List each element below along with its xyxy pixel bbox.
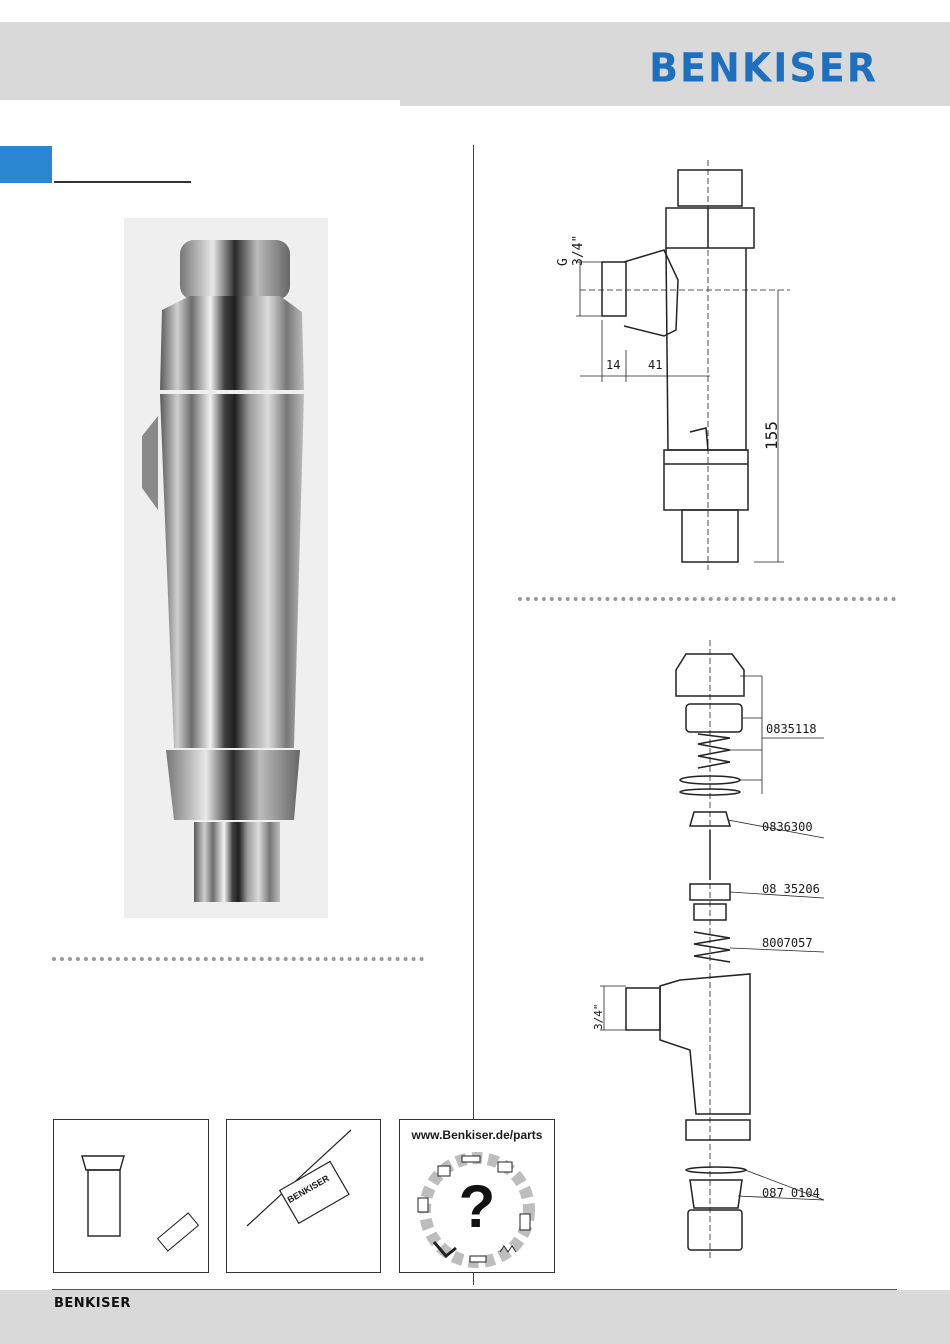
part-code-8007057: 8007057 — [762, 936, 813, 950]
product-photo — [124, 218, 328, 918]
dotted-separator-left — [52, 957, 424, 961]
part-code-0836300: 0836300 — [762, 820, 813, 834]
dotted-separator-right — [518, 597, 896, 601]
column-divider — [473, 145, 474, 1285]
dimension-drawing — [540, 150, 800, 580]
dim-41-label: 41 — [648, 358, 662, 372]
part-code-0835118: 0835118 — [766, 722, 817, 736]
title-underline — [54, 181, 191, 183]
footer-brand-logo: BENKISER — [54, 1296, 131, 1311]
parts-url[interactable]: www.Benkiser.de/parts — [400, 1128, 554, 1142]
footer-band — [0, 1290, 950, 1344]
question-mark-icon: ? — [400, 1172, 554, 1241]
dim-155-label: 155 — [762, 410, 781, 450]
brand-logo: BENKISER — [649, 45, 878, 91]
section-marker — [0, 146, 52, 183]
accessory-box-mounting[interactable]: BENKISER — [226, 1119, 381, 1273]
thread-dim-label: G 3/4" — [556, 226, 576, 266]
part-code-0870104: 087 0104 — [762, 1186, 820, 1200]
accessory-box-pipe[interactable] — [53, 1119, 209, 1273]
exploded-thread-label: 3/4" — [592, 986, 605, 1030]
part-code-0835206: 08 35206 — [762, 882, 820, 896]
parts-link-box[interactable]: www.Benkiser.de/parts ? — [399, 1119, 555, 1273]
dim-14-label: 14 — [606, 358, 620, 372]
header-tab — [400, 100, 950, 106]
